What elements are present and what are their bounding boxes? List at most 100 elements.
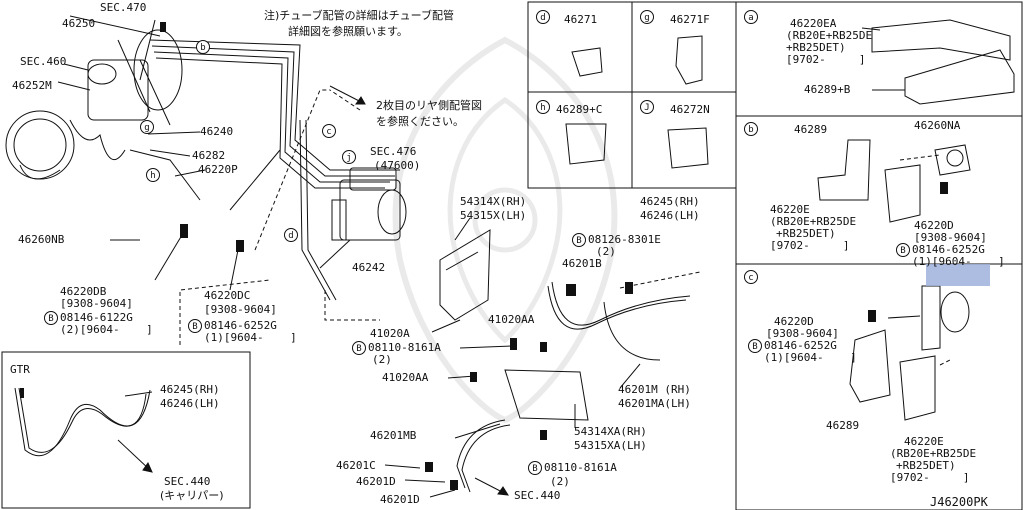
label-41020a[interactable]: 41020A (370, 327, 410, 340)
label-46201c[interactable]: 46201C (336, 459, 376, 472)
label-08146-6252g-qty: (1)[9604- ] (204, 331, 297, 344)
label-08126-8301e[interactable]: 08126-8301E (588, 233, 661, 246)
label-46220dc-range: [9308-9604] (204, 303, 277, 316)
label-46242[interactable]: 46242 (352, 261, 386, 274)
label-54314xa[interactable]: 54314XA(RH) (574, 425, 647, 438)
label-46220db-range: [9308-9604] (60, 297, 133, 310)
label-54314x[interactable]: 54314X(RH) (460, 195, 527, 208)
label-54315xa[interactable]: 54315XA(LH) (574, 439, 647, 452)
label-41020aa-2[interactable]: 41020AA (382, 371, 429, 384)
label-46220p[interactable]: 46220P (198, 163, 238, 176)
panel-c-range2: [9702- ] (890, 471, 970, 484)
panel-b-46260na[interactable]: 46260NA (914, 119, 961, 132)
label-sec476[interactable]: SEC.476 (370, 145, 417, 158)
label-sec476-sub: (47600) (374, 159, 421, 172)
label-sec470[interactable]: SEC.470 (100, 1, 147, 14)
panel-a-callout: a (744, 10, 758, 24)
label-46201m[interactable]: 46201M (RH) (618, 383, 691, 396)
label-46201mb[interactable]: 46201MB (370, 429, 417, 442)
panel-a-46220ea[interactable]: 46220EA (790, 17, 837, 30)
label-46282[interactable]: 46282 (192, 149, 226, 162)
gtr-frame (1, 351, 251, 509)
label-08110-2-qty: (2) (550, 475, 570, 488)
gtr-label-sec440[interactable]: SEC.440 (164, 475, 211, 488)
panel-b-range: [9702- ] (770, 239, 850, 252)
gtr-label-46246[interactable]: 46246(LH) (160, 397, 220, 410)
grid-h-part[interactable]: 46289+C (556, 103, 603, 116)
label-46201b[interactable]: 46201B (562, 257, 602, 270)
grid-h-callout: h (536, 100, 550, 114)
panel-c-callout: c (744, 270, 758, 284)
panel-c-spec2: +RB25DET) (896, 459, 956, 472)
grid-d-part[interactable]: 46271 (564, 13, 598, 26)
label-46246[interactable]: 46246(LH) (640, 209, 700, 222)
panel-a-spec1: (RB20E+RB25DE (786, 29, 873, 42)
rear-note-line1: 2枚目のリヤ側配管図 (376, 99, 482, 112)
bolt-marker: B (528, 461, 542, 475)
label-08110-8161a-2[interactable]: 08110-8161A (544, 461, 617, 474)
grid-j-part[interactable]: 46272N (670, 103, 710, 116)
label-46245[interactable]: 46245(RH) (640, 195, 700, 208)
panel-b-46220d-range: [9308-9604] (914, 231, 987, 244)
bolt-marker: B (748, 339, 762, 353)
panel-c-46220e[interactable]: 46220E (904, 435, 944, 448)
label-46201ma[interactable]: 46201MA(LH) (618, 397, 691, 410)
panel-b-spec2: +RB25DET) (776, 227, 836, 240)
tube-note-line2: 詳細図を参照願います。 (288, 25, 408, 38)
rear-note-line2: を参照ください。 (376, 115, 464, 128)
panel-c-spec1: (RB20E+RB25DE (890, 447, 977, 460)
bolt-marker: B (44, 311, 58, 325)
panel-b-46220d[interactable]: 46220D (914, 219, 954, 232)
panel-b-46220e[interactable]: 46220E (770, 203, 810, 216)
panel-a-46289b[interactable]: 46289+B (804, 83, 851, 96)
bolt-marker: B (572, 233, 586, 247)
label-46220db[interactable]: 46220DB (60, 285, 107, 298)
bolt-marker: B (352, 341, 366, 355)
label-08126-qty: (2) (596, 245, 616, 258)
gtr-label-46245[interactable]: 46245(RH) (160, 383, 220, 396)
label-08146-6122g-qty: (2)[9604- ] (60, 323, 153, 336)
label-08110-8161a-1[interactable]: 08110-8161A (368, 341, 441, 354)
callout-j: j (342, 150, 356, 164)
panel-c-46220d[interactable]: 46220D (774, 315, 814, 328)
label-54315x[interactable]: 54315X(LH) (460, 209, 527, 222)
diagram-code: J46200PK (930, 495, 988, 509)
label-46250[interactable]: 46250 (62, 17, 96, 30)
panel-c-frame (735, 263, 1023, 510)
grid-d-callout: d (536, 10, 550, 24)
label-08146-6252g[interactable]: 08146-6252G (204, 319, 277, 332)
bolt-marker: B (896, 243, 910, 257)
panel-c-46289[interactable]: 46289 (826, 419, 860, 432)
label-46252m[interactable]: 46252M (12, 79, 52, 92)
panel-c-bolt[interactable]: 08146-6252G (764, 339, 837, 352)
callout-d: d (284, 228, 298, 242)
gtr-label-caliper: (キャリパー) (160, 489, 224, 502)
callout-g: g (140, 120, 154, 134)
label-46201d-1[interactable]: 46201D (356, 475, 396, 488)
panel-b-bolt-qty: (1)[9604- ] (912, 255, 1005, 268)
label-46260nb[interactable]: 46260NB (18, 233, 65, 246)
panel-b-46289[interactable]: 46289 (794, 123, 828, 136)
panel-b-bolt[interactable]: 08146-6252G (912, 243, 985, 256)
label-46201d-2[interactable]: 46201D (380, 493, 420, 506)
grid-g-callout: g (640, 10, 654, 24)
panel-c-range: [9308-9604] (766, 327, 839, 340)
label-08146-6122g[interactable]: 08146-6122G (60, 311, 133, 324)
label-46240[interactable]: 46240 (200, 125, 234, 138)
panel-b-spec1: (RB20E+RB25DE (770, 215, 857, 228)
panel-a-frame (735, 1, 1023, 117)
label-08110-1-qty: (2) (372, 353, 392, 366)
tube-note-line1: 注)チューブ配管の詳細はチューブ配管 (264, 9, 454, 22)
label-41020aa-1[interactable]: 41020AA (488, 313, 535, 326)
label-sec460[interactable]: SEC.460 (20, 55, 67, 68)
grid-g-part[interactable]: 46271F (670, 13, 710, 26)
panel-a-spec2: +RB25DET) (786, 41, 846, 54)
callout-h: h (146, 168, 160, 182)
panel-b-callout: b (744, 122, 758, 136)
label-sec440[interactable]: SEC.440 (514, 489, 561, 502)
label-46220dc[interactable]: 46220DC (204, 289, 251, 302)
grid-j-callout: J (640, 100, 654, 114)
bolt-marker: B (188, 319, 202, 333)
